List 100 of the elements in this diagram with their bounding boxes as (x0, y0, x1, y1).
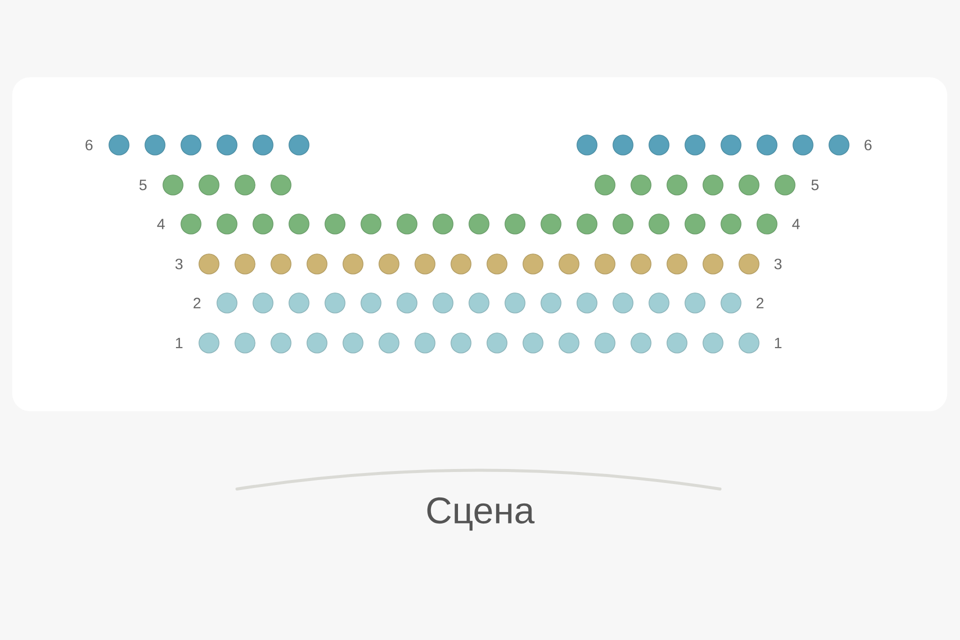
seat (648, 214, 670, 234)
seat (720, 292, 742, 314)
row-number: 5 (139, 180, 147, 190)
seat (702, 254, 724, 274)
seat (576, 214, 598, 234)
seat (216, 292, 238, 314)
seat (180, 134, 202, 156)
seat (144, 134, 166, 156)
seat (828, 134, 850, 156)
seat (234, 254, 256, 274)
seat (468, 214, 490, 234)
row-number: 4 (792, 218, 800, 230)
seat (486, 332, 508, 354)
seat (198, 254, 220, 274)
row-number: 6 (864, 140, 872, 150)
seat (774, 174, 796, 196)
seat (396, 214, 418, 234)
seat (180, 214, 202, 234)
seat (594, 254, 616, 274)
seat (342, 332, 364, 354)
seat (702, 332, 724, 354)
seat (198, 174, 220, 196)
seat (648, 134, 670, 156)
seat (468, 292, 490, 314)
seat (756, 214, 778, 234)
seat (450, 254, 472, 274)
seat (540, 292, 562, 314)
seat (630, 254, 652, 274)
seat (216, 134, 238, 156)
seat (378, 332, 400, 354)
row-number: 1 (176, 338, 182, 348)
seat (432, 292, 454, 314)
seat (684, 292, 706, 314)
seat (396, 292, 418, 314)
seat (630, 174, 652, 196)
seat (252, 292, 274, 314)
seat (414, 332, 436, 354)
hall-panel (12, 77, 948, 412)
seat (792, 134, 814, 156)
seat (450, 332, 472, 354)
seat (648, 292, 670, 314)
seat (306, 332, 328, 354)
seat (738, 174, 760, 196)
seat (684, 134, 706, 156)
seat (288, 134, 310, 156)
seat (270, 174, 292, 196)
seat (234, 332, 256, 354)
seat (288, 214, 310, 234)
seat (270, 332, 292, 354)
stage-label: Сцена (427, 497, 535, 531)
seat (342, 254, 364, 274)
seat (288, 292, 310, 314)
seat (486, 254, 508, 274)
seat (576, 134, 598, 156)
seat (378, 254, 400, 274)
seat (324, 292, 346, 314)
seat (684, 214, 706, 234)
seat (306, 254, 328, 274)
seat (360, 292, 382, 314)
seat (756, 134, 778, 156)
seat (324, 214, 346, 234)
row-number: 1 (774, 338, 782, 348)
row-number: 3 (175, 258, 183, 270)
seat (252, 134, 274, 156)
seat (414, 254, 436, 274)
seat (612, 214, 634, 234)
row-number: 2 (194, 298, 200, 308)
seat (720, 134, 742, 156)
row-number: 5 (811, 180, 819, 190)
seat (612, 134, 634, 156)
seat (504, 292, 526, 314)
seat (630, 332, 652, 354)
seat (540, 214, 562, 234)
seat (198, 332, 220, 354)
seat (108, 134, 130, 156)
seat (666, 174, 688, 196)
row-number: 6 (86, 140, 93, 150)
seat (234, 174, 256, 196)
seat (702, 174, 724, 196)
seat (720, 214, 742, 234)
seat (270, 254, 292, 274)
seat (432, 214, 454, 234)
seat (558, 254, 580, 274)
row-number: 4 (157, 218, 165, 230)
seat (594, 332, 616, 354)
seat (522, 254, 544, 274)
seat (162, 174, 184, 196)
row-number: 3 (774, 258, 782, 270)
seat (252, 214, 274, 234)
seat (666, 332, 688, 354)
seat (594, 174, 616, 196)
row-number: 2 (756, 298, 764, 308)
seat (216, 214, 238, 234)
seat (738, 332, 760, 354)
seat (522, 332, 544, 354)
seat (576, 292, 598, 314)
seat (504, 214, 526, 234)
seat (612, 292, 634, 314)
seat (738, 254, 760, 274)
seat (558, 332, 580, 354)
